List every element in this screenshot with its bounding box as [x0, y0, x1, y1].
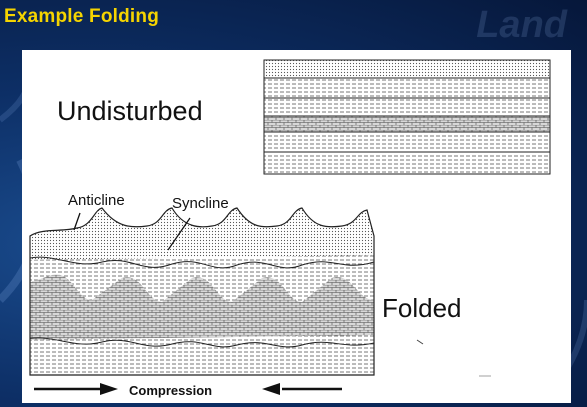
slide-title: Example Folding	[4, 6, 160, 27]
undisturbed-label: Undisturbed	[57, 96, 203, 126]
compression-label: Compression	[129, 383, 213, 398]
folded-label: Folded	[382, 293, 462, 323]
folding-diagram	[29, 59, 551, 395]
diagram-panel: Undisturbed Anticline Syncline Folded Co…	[22, 50, 571, 403]
anticline-label: Anticline	[68, 192, 125, 209]
stray-mark	[416, 339, 424, 345]
anticline-pointer	[73, 212, 81, 231]
folded-block	[30, 208, 374, 375]
brand-watermark: Land	[476, 4, 567, 46]
undisturbed-block	[263, 59, 551, 175]
compression-arrow-right	[262, 383, 342, 395]
syncline-label: Syncline	[172, 195, 229, 212]
syncline-pointer	[167, 217, 191, 251]
folded-outline	[29, 207, 375, 376]
compression-arrow-left	[34, 383, 118, 395]
